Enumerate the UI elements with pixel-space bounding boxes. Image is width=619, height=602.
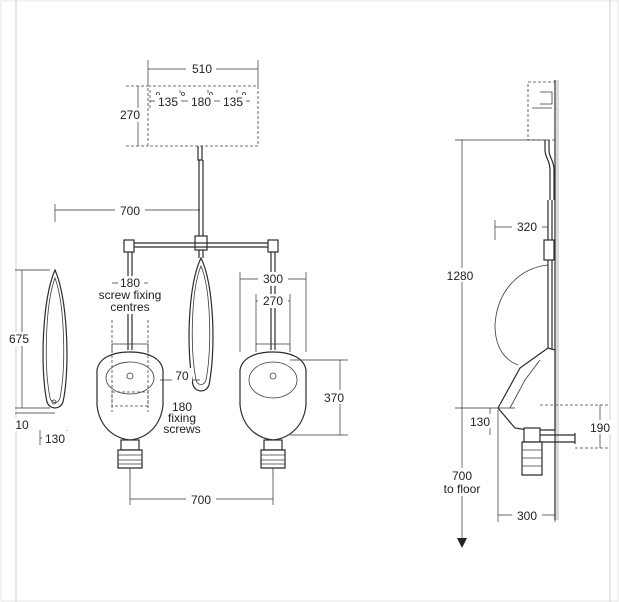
- dim-side-width: 130: [39, 430, 68, 446]
- label-spreader-gap: 70: [175, 369, 189, 383]
- label-fixing-line2: screws: [163, 422, 200, 436]
- dim-depth: 300: [497, 410, 556, 523]
- dim-projection: 320: [494, 220, 548, 240]
- dim-side-height-1280: 1280: [443, 139, 548, 409]
- label-screw-centres-line2: centres: [110, 300, 149, 314]
- label-side-height: 675: [9, 332, 29, 346]
- label-floor-text: to floor: [444, 482, 481, 496]
- label-lip-height: 130: [470, 415, 490, 429]
- label-bowl-width-inner: 270: [263, 294, 283, 308]
- label-projection: 320: [517, 220, 537, 234]
- dim-bowl-height: 370: [290, 359, 350, 436]
- dim-cistern-width: 510: [147, 60, 259, 86]
- label-cistern-height-side: 1280: [447, 269, 474, 283]
- label-side-width: 130: [45, 432, 65, 446]
- dim-floor: 700 to floor: [440, 408, 488, 548]
- divider-side: [494, 264, 549, 366]
- dim-screw-centres: 180 screw fixing centres: [92, 276, 168, 314]
- flush-pipe-assembly: [123, 146, 279, 350]
- label-fixing-value: 180: [172, 400, 192, 414]
- divider-front: [188, 256, 214, 392]
- dim-side-bottom: 10: [12, 412, 55, 432]
- label-spacing-left: 135: [158, 95, 178, 109]
- label-bowl-height: 370: [324, 391, 344, 405]
- dim-bowl-width: 300 270: [239, 272, 307, 352]
- label-screw-centres-line1: screw fixing: [99, 288, 162, 302]
- dim-fixing-screws: 180 fixing screws: [163, 400, 202, 436]
- label-spacing-right: 135: [223, 95, 243, 109]
- dim-spreader-gap: 70: [160, 368, 200, 383]
- dim-lip-height: 130: [467, 408, 495, 435]
- flush-pipe-side: [543, 140, 555, 350]
- dim-outlet-height: 190: [586, 405, 616, 448]
- label-outlet-height: 190: [590, 421, 610, 435]
- label-screw-centres-value: 180: [120, 276, 140, 290]
- label-pipe-offset: 700: [120, 204, 140, 218]
- label-cistern-width: 510: [192, 62, 212, 76]
- label-cistern-height: 270: [120, 108, 140, 122]
- arrow-down-icon: [457, 538, 467, 548]
- label-bowl-width-outer: 300: [263, 272, 283, 286]
- label-fixing-line1: fixing: [168, 411, 196, 425]
- label-spacing-mid: 180: [191, 95, 211, 109]
- label-depth: 300: [517, 509, 537, 523]
- dim-side-height: 675: [5, 269, 50, 409]
- wall-side: [554, 80, 559, 520]
- urinal-side: [497, 347, 608, 476]
- dim-cistern-height: 270: [116, 86, 144, 146]
- urinal-bowl-left: [96, 320, 164, 478]
- divider-side-profile: [42, 268, 68, 409]
- label-floor-value: 700: [452, 469, 472, 483]
- label-side-bottom: 10: [15, 418, 29, 432]
- label-bowl-spacing: 700: [191, 493, 211, 507]
- cistern-side: [527, 81, 556, 141]
- dim-pipe-offset: 700: [54, 203, 200, 222]
- dim-bowl-spacing: 700: [129, 478, 274, 507]
- dim-cistern-spacing: 135 180 135: [150, 95, 250, 109]
- urinal-bowl-right: [239, 343, 307, 478]
